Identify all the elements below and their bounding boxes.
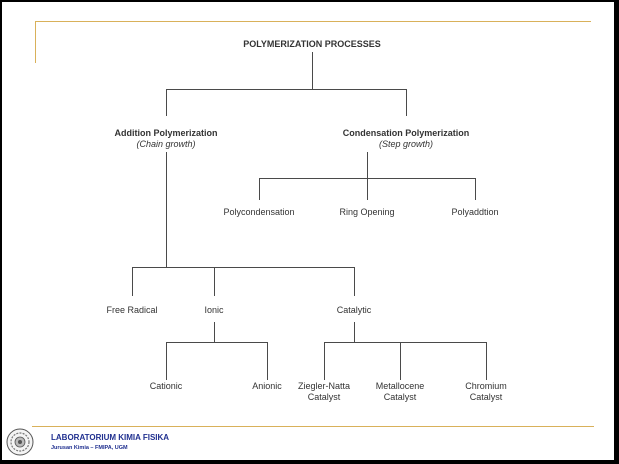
connector-condensation-up	[406, 89, 407, 116]
connector-catalytic-down	[354, 322, 355, 342]
connector-ionic-bar	[166, 342, 268, 343]
connector-catalytic-bar	[324, 342, 487, 343]
catalytic-node: Catalytic	[336, 305, 372, 315]
ionic-node: Ionic	[204, 305, 224, 315]
ziegler-natta-line2: Catalyst	[307, 392, 341, 402]
connector-addition-down	[166, 152, 167, 268]
condensation-node: Condensation Polymerization (Step growth…	[343, 128, 470, 150]
addition-title: Addition Polymerization	[114, 128, 218, 138]
addition-node: Addition Polymerization (Chain growth)	[114, 128, 217, 150]
ziegler-natta-line1: Ziegler-Natta	[297, 381, 351, 391]
connector-polycondensation	[259, 178, 260, 200]
connector-chromium	[486, 342, 487, 380]
connector-metallocene	[400, 342, 401, 380]
connector-addition-bar	[132, 267, 355, 268]
connector-free-radical	[132, 267, 133, 296]
root-node: POLYMERIZATION PROCESSES	[243, 39, 381, 49]
condensation-title: Condensation Polymerization	[342, 128, 470, 138]
ziegler-natta-node: Ziegler-Natta Catalyst	[298, 381, 350, 403]
connector-ionic-down	[214, 322, 215, 342]
connector-ziegler-natta	[324, 342, 325, 380]
chromium-line1: Chromium	[465, 381, 507, 391]
metallocene-line2: Catalyst	[383, 392, 417, 402]
footer-department: Jurusan Kimia – FMIPA, UGM	[51, 445, 128, 451]
connector-polyaddition	[475, 178, 476, 200]
accent-line-left	[35, 21, 36, 63]
free-radical-node: Free Radical	[106, 305, 158, 315]
connector-root-bar	[166, 89, 407, 90]
connector-cationic	[166, 342, 167, 380]
connector-ionic	[214, 267, 215, 296]
connector-addition-up	[166, 89, 167, 116]
ring-opening-node: Ring Opening	[339, 207, 395, 217]
anionic-node: Anionic	[252, 381, 282, 391]
polycondensation-node: Polycondensation	[223, 207, 295, 217]
chromium-node: Chromium Catalyst	[465, 381, 507, 403]
metallocene-node: Metallocene Catalyst	[376, 381, 425, 403]
chromium-line2: Catalyst	[469, 392, 503, 402]
condensation-subtitle: (Step growth)	[378, 139, 434, 149]
polyaddition-node: Polyaddtion	[451, 207, 499, 217]
connector-condensation-down	[367, 152, 368, 179]
cationic-node: Cationic	[149, 381, 183, 391]
slide: POLYMERIZATION PROCESSES Addition Polyme…	[2, 2, 614, 460]
metallocene-line1: Metallocene	[375, 381, 425, 391]
addition-subtitle: (Chain growth)	[136, 139, 196, 149]
connector-root-down	[312, 52, 313, 90]
connector-ring-opening	[367, 178, 368, 200]
accent-line-top	[35, 21, 591, 22]
footer-lab-name: LABORATORIUM KIMIA FISIKA	[51, 433, 170, 442]
connector-anionic	[267, 342, 268, 380]
accent-line-footer	[32, 426, 594, 427]
ugm-logo-icon	[6, 428, 34, 456]
connector-catalytic	[354, 267, 355, 296]
